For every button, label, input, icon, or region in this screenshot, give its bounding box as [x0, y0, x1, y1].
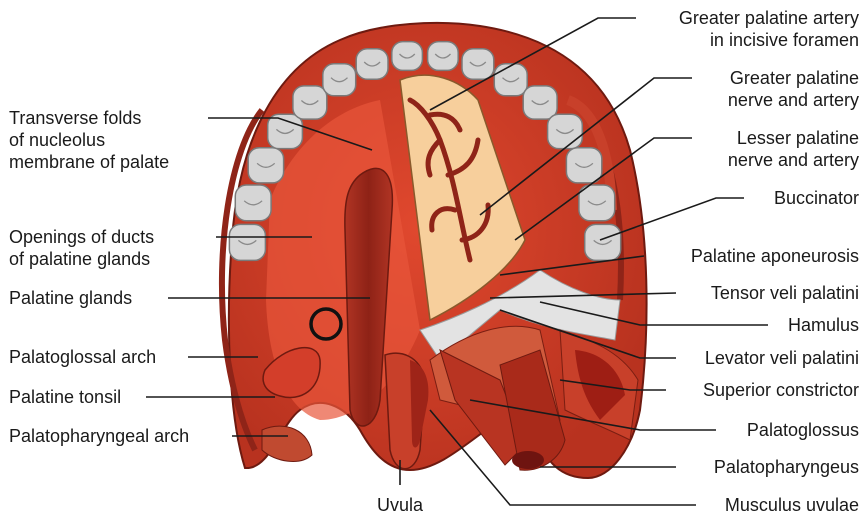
label-palatoglossal-arch: Palatoglossal arch	[9, 346, 156, 368]
label-lesser-palatine-nerve-artery: Lesser palatine nerve and artery	[728, 127, 859, 171]
tooth	[392, 42, 423, 71]
tooth	[268, 114, 303, 148]
palatopharyngeus-cut	[512, 451, 544, 469]
tooth	[229, 224, 265, 260]
label-levator-veli-palatini: Levator veli palatini	[705, 347, 859, 369]
label-palatopharyngeal-arch: Palatopharyngeal arch	[9, 425, 189, 447]
tooth	[579, 185, 615, 221]
tooth	[566, 148, 601, 183]
label-superior-constrictor: Superior constrictor	[703, 379, 859, 401]
label-palatoglossus: Palatoglossus	[747, 419, 859, 441]
label-openings-of-ducts: Openings of ducts of palatine glands	[9, 226, 154, 270]
label-greater-palatine-artery-incisive: Greater palatine artery in incisive fora…	[679, 7, 859, 51]
tooth	[494, 64, 527, 96]
label-hamulus: Hamulus	[788, 314, 859, 336]
label-transverse-folds: Transverse folds of nucleolus membrane o…	[9, 107, 169, 173]
label-greater-palatine-nerve-artery: Greater palatine nerve and artery	[728, 67, 859, 111]
tooth	[462, 49, 494, 79]
label-palatopharyngeus: Palatopharyngeus	[714, 456, 859, 478]
tooth	[293, 86, 327, 119]
tooth	[428, 42, 459, 71]
tooth	[523, 86, 557, 119]
tooth	[235, 185, 271, 221]
tooth	[548, 114, 583, 148]
label-tensor-veli-palatini: Tensor veli palatini	[711, 282, 859, 304]
label-palatine-glands: Palatine glands	[9, 287, 132, 309]
label-uvula: Uvula	[362, 494, 438, 516]
tooth	[323, 64, 356, 96]
label-buccinator: Buccinator	[774, 187, 859, 209]
label-palatine-tonsil: Palatine tonsil	[9, 386, 121, 408]
tooth	[585, 224, 621, 260]
palatopharyngeal-arch-shape	[262, 426, 312, 461]
tooth	[356, 49, 388, 79]
tooth	[248, 148, 283, 183]
label-palatine-aponeurosis: Palatine aponeurosis	[691, 245, 859, 267]
label-musculus-uvulae: Musculus uvulae	[725, 494, 859, 516]
